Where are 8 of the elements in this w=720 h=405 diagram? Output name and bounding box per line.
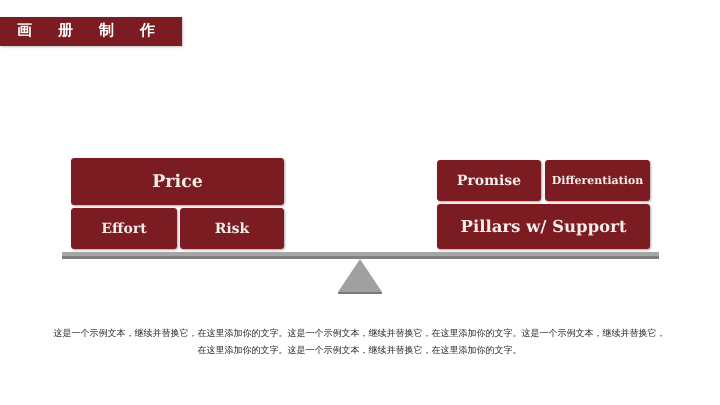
weight-block: Price (71, 158, 284, 205)
weight-block: Effort (71, 208, 177, 249)
caption-text: 这是一个示例文本，继续并替换它，在这里添加你的文字。这是一个示例文本，继续并替换它，在这里添加你的文字。这是一个示例文本，继续并替换它，在这里添加你的文字。这是一个示例文本，继续并替换它，在这里添加你的文字。 (52, 327, 666, 357)
title-banner: 画册制作 (0, 17, 182, 46)
weight-block: Risk (180, 208, 284, 249)
weight-block: Differentiation (545, 160, 650, 201)
weight-block: Promise (437, 160, 541, 201)
weight-block: Pillars w/ Support (437, 204, 650, 249)
